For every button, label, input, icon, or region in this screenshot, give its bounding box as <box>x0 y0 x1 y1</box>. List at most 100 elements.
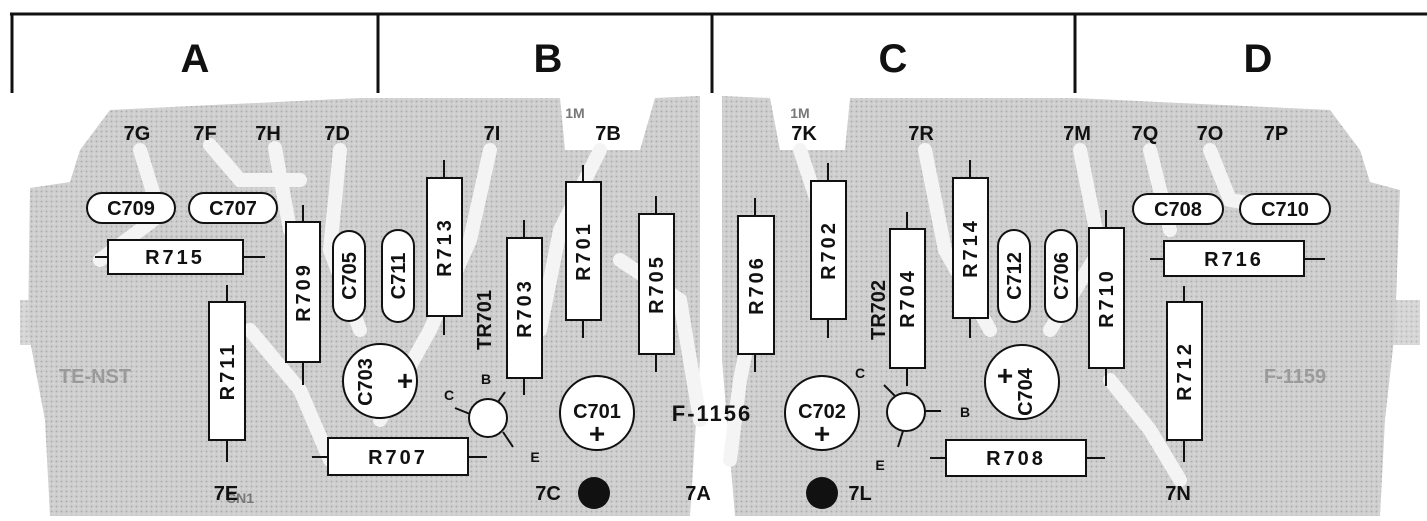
resistor-r715: R715 <box>95 239 265 275</box>
capacitor-label: C710 <box>1261 199 1309 221</box>
capacitor-label: C708 <box>1154 199 1202 221</box>
pin-7b: 7B <box>595 123 621 145</box>
terminal-base: B <box>960 404 970 420</box>
capacitor-label: C702 <box>798 401 846 423</box>
resistor-r703: R703 <box>506 220 543 395</box>
resistor-r711: R711 <box>208 285 246 462</box>
resistor-label: R710 <box>1096 268 1118 328</box>
resistor-r702: R702 <box>810 163 847 338</box>
resistor-r716: R716 <box>1150 240 1325 277</box>
terminal-emitter: E <box>875 457 884 473</box>
resistor-label: R714 <box>960 218 982 278</box>
polarity-mark: + <box>589 418 605 449</box>
board-mark-top-right: 1M <box>790 105 809 121</box>
trace <box>1103 373 1187 487</box>
transistor-tr701: TR701 C B E <box>444 290 540 465</box>
pin-7m: 7M <box>1063 123 1091 145</box>
pin-7f: 7F <box>193 123 216 145</box>
resistor-label: R709 <box>293 262 315 322</box>
column-label-d: D <box>1244 37 1273 81</box>
pin-7a: 7A <box>685 483 711 505</box>
board-mark-corner: CN1 <box>226 490 254 506</box>
resistor-label: R702 <box>818 220 840 280</box>
pin-7c: 7C <box>535 483 561 505</box>
pin-7r: 7R <box>908 123 934 145</box>
pin-7e: 7E <box>214 483 238 505</box>
trace <box>533 143 607 337</box>
resistor-r706: R706 <box>737 198 775 372</box>
capacitor-c704: C704 + <box>984 344 1060 420</box>
pin-labels: 7G 7F 7H 7D 7I 7B 7K 7R 7M 7Q 7O 7P 7E 7… <box>124 123 1289 505</box>
transistor-label: TR701 <box>474 290 496 350</box>
resistor-r710: R710 <box>1088 210 1125 386</box>
capacitor-label: C707 <box>209 198 257 220</box>
resistor-label: R701 <box>573 221 595 281</box>
resistor-label: R708 <box>986 448 1046 470</box>
capacitor-c712: C712 <box>997 229 1031 323</box>
pin-7l: 7L <box>848 483 871 505</box>
resistor-label: R715 <box>145 247 205 269</box>
column-label-a: A <box>181 37 210 81</box>
pin-7k: 7K <box>791 123 817 145</box>
resistor-r707: R707 <box>312 437 487 476</box>
resistor-label: R713 <box>434 217 456 277</box>
solder-pad-7c <box>578 477 610 509</box>
capacitor-label: C701 <box>573 401 621 423</box>
column-label-b: B <box>534 37 563 81</box>
capacitor-label: C704 <box>1015 367 1037 416</box>
polarity-mark: + <box>397 365 413 396</box>
resistor-r708: R708 <box>930 439 1105 477</box>
terminal-base: B <box>481 371 491 387</box>
capacitor-label: C706 <box>1051 252 1073 300</box>
capacitor-c703: C703 + <box>342 343 418 419</box>
column-label-c: C <box>879 37 908 81</box>
terminal-collector: C <box>855 365 865 381</box>
resistor-r704: R704 <box>889 212 926 386</box>
terminal-emitter: E <box>530 449 539 465</box>
capacitor-c706: C706 <box>1044 229 1078 323</box>
board-right-tab <box>1260 300 1420 345</box>
solder-pad-7l <box>806 477 838 509</box>
transistor-label: TR702 <box>868 280 890 340</box>
pin-7d: 7D <box>324 123 350 145</box>
resistor-label: R703 <box>514 278 536 338</box>
capacitor-label: C712 <box>1004 252 1026 300</box>
polarity-mark: + <box>814 418 830 449</box>
terminal-collector: C <box>444 387 454 403</box>
capacitor-c702: C702 + <box>784 375 860 451</box>
capacitor-c710: C710 <box>1239 193 1331 225</box>
transistor-tr702: TR702 C B E <box>855 280 970 473</box>
board-mark-top-left: 1M <box>565 105 584 121</box>
resistor-r705: R705 <box>638 196 675 372</box>
capacitor-label: C703 <box>355 358 377 406</box>
resistor-label: R711 <box>217 342 239 401</box>
resistor-r712: R712 <box>1166 286 1203 462</box>
resistor-r701: R701 <box>565 165 602 338</box>
pin-7p: 7P <box>1264 123 1288 145</box>
board-part-number: F-1156 <box>672 401 753 426</box>
capacitor-label: C709 <box>107 198 155 220</box>
capacitor-c709: C709 <box>86 192 176 224</box>
trace <box>268 141 297 237</box>
resistor-r709: R709 <box>285 205 321 385</box>
capacitor-c711: C711 <box>381 229 415 323</box>
resistor-label: R712 <box>1174 341 1196 401</box>
resistor-label: R704 <box>897 268 919 328</box>
pin-7o: 7O <box>1197 123 1224 145</box>
resistor-label: R706 <box>746 255 768 315</box>
board-left-tab <box>20 300 170 345</box>
resistor-label: R716 <box>1204 249 1264 271</box>
mirror-mark-left: TE-NST <box>59 366 131 388</box>
capacitor-label: C705 <box>339 252 361 300</box>
capacitor-c707: C707 <box>188 192 278 224</box>
capacitor-c705: C705 <box>332 230 366 322</box>
pin-7h: 7H <box>255 123 281 145</box>
pin-7q: 7Q <box>1132 123 1159 145</box>
polarity-mark: + <box>997 360 1013 391</box>
pin-7g: 7G <box>124 123 151 145</box>
capacitor-label: C711 <box>388 253 410 300</box>
resistor-r714: R714 <box>952 160 989 338</box>
mirror-mark-right: F-1159 <box>1264 366 1326 388</box>
